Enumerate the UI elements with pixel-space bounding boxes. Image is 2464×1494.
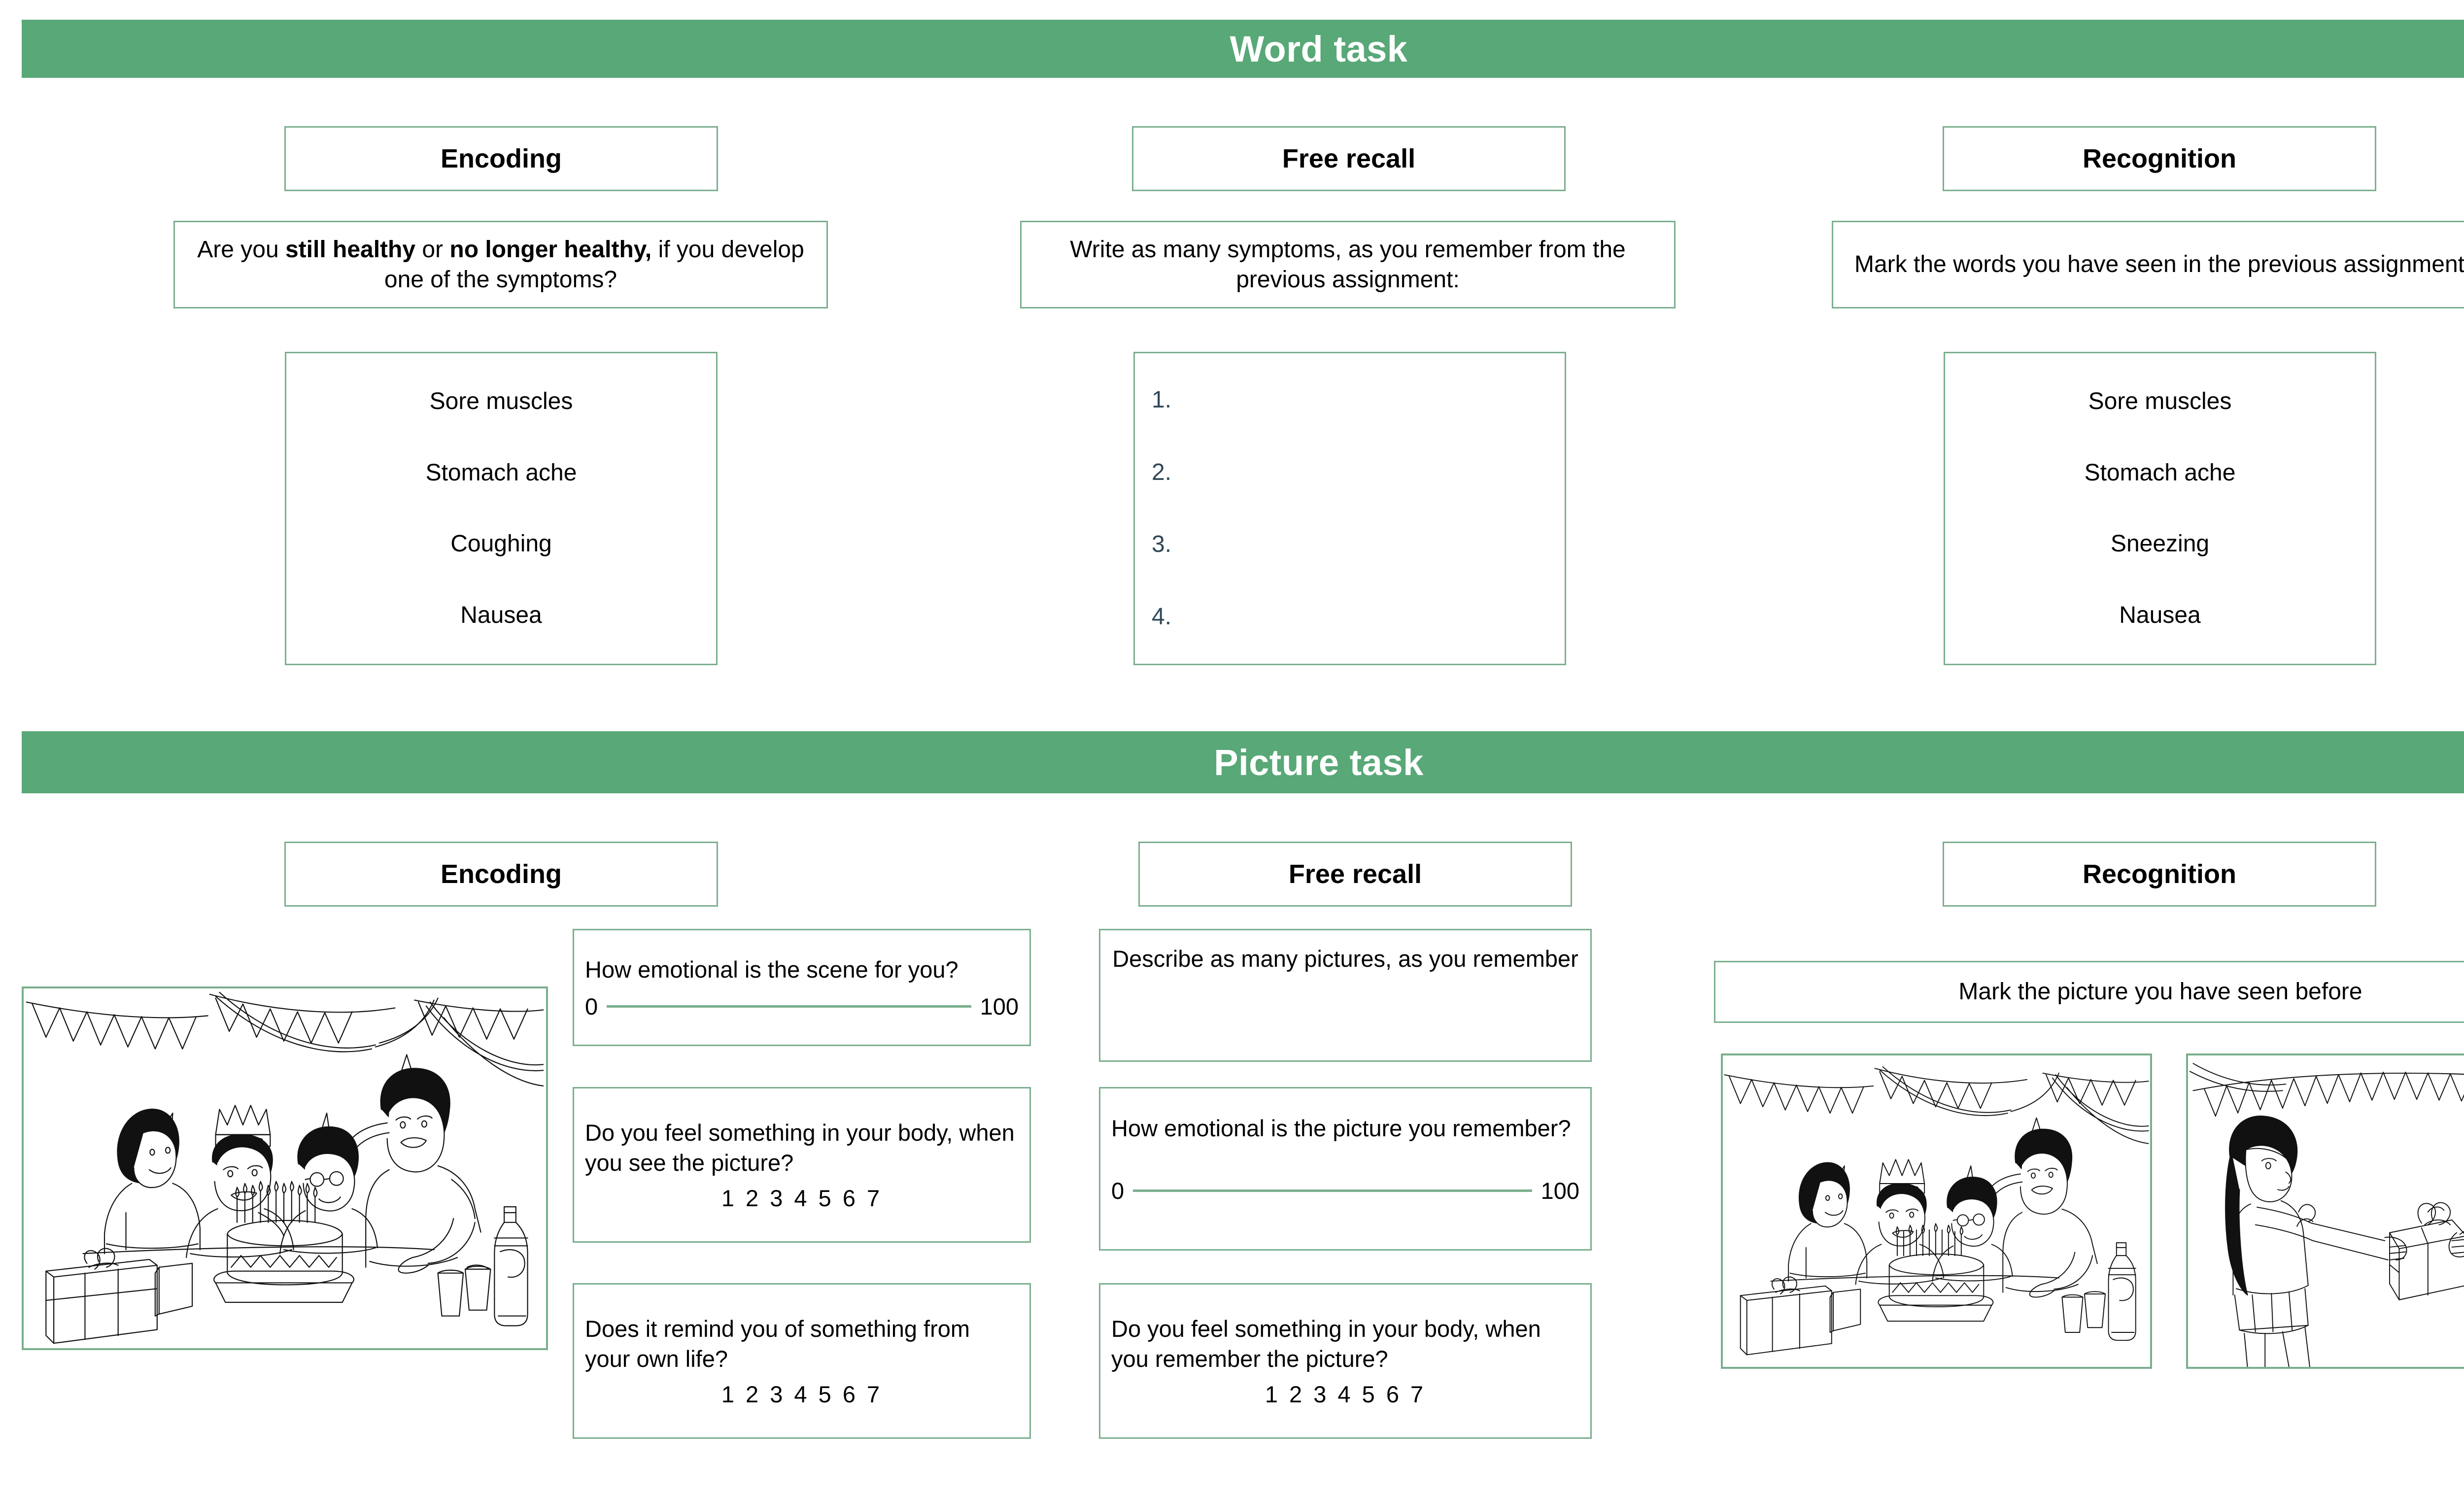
list-item[interactable]: Sore muscles [2088,388,2232,415]
prompt-seg-3: or [415,236,450,263]
list-item: Stomach ache [425,459,577,486]
list-item: Nausea [460,602,542,628]
picture-task-title: Picture task [1214,742,1424,783]
encoding-question-1: How emotional is the scene for you? 0 10… [573,929,1031,1046]
word-recognition-prompt-text: Mark the words you have seen in the prev… [1854,251,2464,278]
stage-title-text: Free recall [1288,859,1422,889]
prompt-seg-4-bold: no longer healthy, [449,236,652,263]
freerecall-question-3-text: Do you feel something in your body, when… [1111,1316,1541,1372]
word-freerecall-answer-box[interactable]: 1. 2. 3. 4. [1133,352,1566,665]
encoding-question-1-vas[interactable]: 0 100 [585,993,1019,1020]
picture-recognition-prompt: Mark the picture you have seen before [1714,961,2464,1023]
encoding-question-2-text: Do you feel something in your body, when… [585,1120,1015,1176]
stage-title-text: Encoding [441,144,562,173]
word-task-banner: Word task [22,20,2464,78]
prompt-seg-2-bold: still healthy [285,236,416,263]
stage-title-text: Encoding [441,859,562,889]
encoding-birthday-party-image [22,986,548,1350]
picture-freerecall-stage-label: Free recall [1138,842,1572,907]
picture-recognition-stage-label: Recognition [1943,842,2376,907]
list-item[interactable]: 3. [1152,531,1172,558]
word-recognition-wordlist[interactable]: Sore muscles Stomach ache Sneezing Nause… [1944,352,2376,665]
list-item[interactable]: Stomach ache [2084,459,2236,486]
freerecall-question-1: Describe as many pictures, as you rememb… [1099,929,1592,1062]
encoding-question-3-text: Does it remind you of something from you… [585,1316,970,1372]
vas-max-label: 100 [980,993,1019,1019]
list-item: Sore muscles [429,388,573,415]
encoding-question-2-likert[interactable]: 1 2 3 4 5 6 7 [721,1185,883,1211]
encoding-question-1-text: How emotional is the scene for you? [585,956,958,983]
encoding-question-3-likert[interactable]: 1 2 3 4 5 6 7 [721,1381,883,1407]
vas-min-label: 0 [1111,1177,1125,1204]
stage-title-text: Recognition [2083,859,2236,889]
encoding-question-3: Does it remind you of something from you… [573,1283,1031,1439]
list-item[interactable]: Nausea [2119,602,2201,628]
list-item: Coughing [450,531,552,557]
stage-title-text: Free recall [1282,144,1416,173]
list-item[interactable]: 2. [1152,459,1172,485]
prompt-seg-1: Are you [197,236,285,263]
recognition-gift-giving-image[interactable] [2186,1053,2464,1369]
vas-max-label: 100 [1540,1177,1579,1204]
word-task-title: Word task [1230,28,1408,69]
freerecall-question-1-text: Describe as many pictures, as you rememb… [1112,946,1578,972]
vas-track[interactable] [607,1005,971,1008]
word-encoding-wordlist: Sore muscles Stomach ache Coughing Nause… [285,352,718,665]
word-freerecall-prompt-text: Write as many symptoms, as you remember … [1070,236,1626,293]
encoding-question-2: Do you feel something in your body, when… [573,1087,1031,1243]
word-encoding-stage-label: Encoding [284,126,718,191]
word-freerecall-stage-label: Free recall [1132,126,1566,191]
picture-task-banner: Picture task [22,731,2464,793]
freerecall-question-3-likert[interactable]: 1 2 3 4 5 6 7 [1265,1381,1426,1407]
word-recognition-prompt: Mark the words you have seen in the prev… [1832,221,2464,308]
picture-encoding-stage-label: Encoding [284,842,718,907]
word-recognition-stage-label: Recognition [1943,126,2376,191]
list-item[interactable]: Sneezing [2110,531,2210,557]
vas-track[interactable] [1133,1189,1532,1192]
list-item[interactable]: 4. [1152,603,1172,630]
word-encoding-prompt-text: Are you still healthy or no longer healt… [184,235,818,295]
freerecall-question-2-vas[interactable]: 0 100 [1111,1177,1579,1204]
freerecall-question-2: How emotional is the picture you remembe… [1099,1087,1592,1251]
vas-min-label: 0 [585,993,598,1019]
picture-recognition-prompt-text: Mark the picture you have seen before [1958,979,2362,1005]
word-freerecall-prompt: Write as many symptoms, as you remember … [1020,221,1676,308]
stage-title-text: Recognition [2083,144,2236,173]
prompt-seg-5: if you develop one of the symptoms? [384,236,804,293]
freerecall-question-3: Do you feel something in your body, when… [1099,1283,1592,1439]
recognition-birthday-party-image[interactable] [1721,1053,2152,1369]
list-item[interactable]: 1. [1152,387,1172,413]
freerecall-question-2-text: How emotional is the picture you remembe… [1111,1115,1571,1142]
word-encoding-prompt: Are you still healthy or no longer healt… [173,221,828,308]
